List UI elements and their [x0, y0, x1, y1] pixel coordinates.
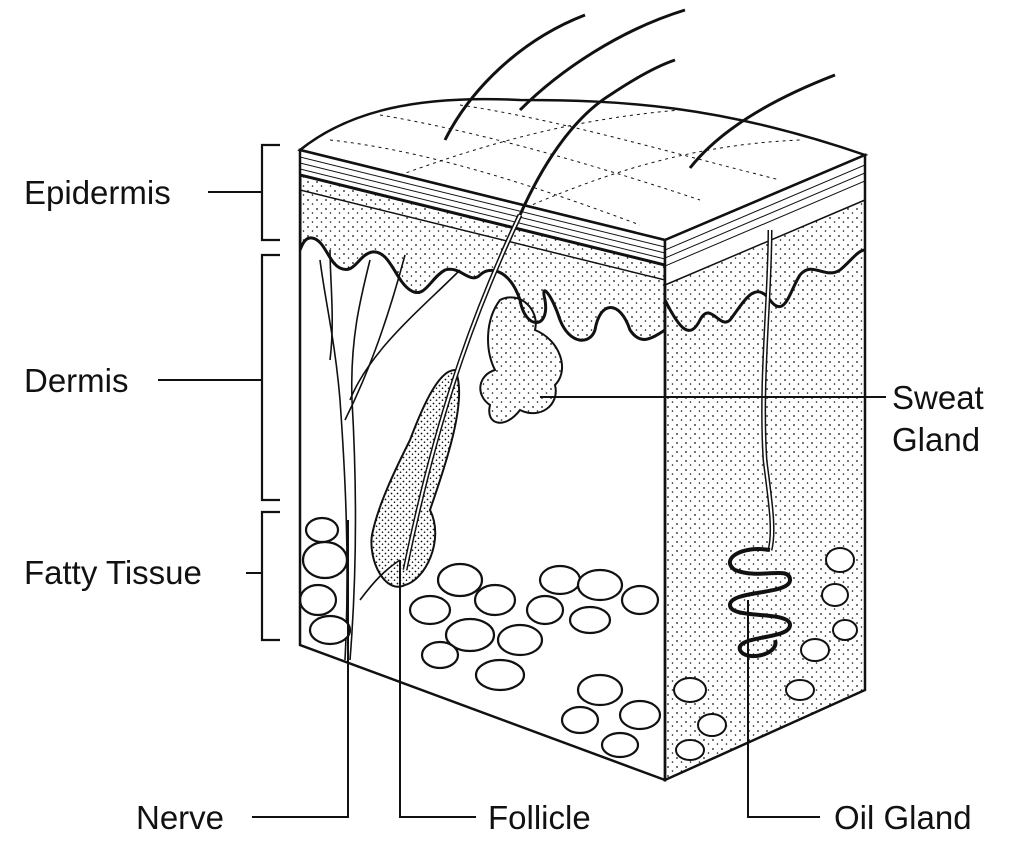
leader-lines	[158, 191, 886, 818]
label-nerve: Nerve	[136, 799, 225, 836]
hair-follicle-bulb	[370, 368, 460, 588]
brackets	[260, 143, 280, 642]
label-oil-gland: Oil Gland	[834, 799, 972, 836]
surface-grooves	[329, 104, 801, 226]
fat-lobules-side	[673, 547, 858, 761]
dermis-papillae-front	[300, 173, 665, 342]
fat-lobules-front	[300, 516, 662, 759]
label-dermis: Dermis	[24, 362, 129, 399]
label-epidermis: Epidermis	[24, 174, 171, 211]
side-face-outline	[663, 153, 867, 782]
sweat-gland-blob	[479, 296, 564, 424]
label-fatty-tissue: Fatty Tissue	[24, 554, 202, 591]
label-sweat-gland-line1: Sweat	[892, 379, 984, 416]
oil-gland-coil	[727, 547, 793, 659]
label-follicle: Follicle	[488, 799, 591, 836]
label-sweat-gland-line2: Gland	[892, 421, 981, 458]
hairs	[443, 8, 836, 216]
